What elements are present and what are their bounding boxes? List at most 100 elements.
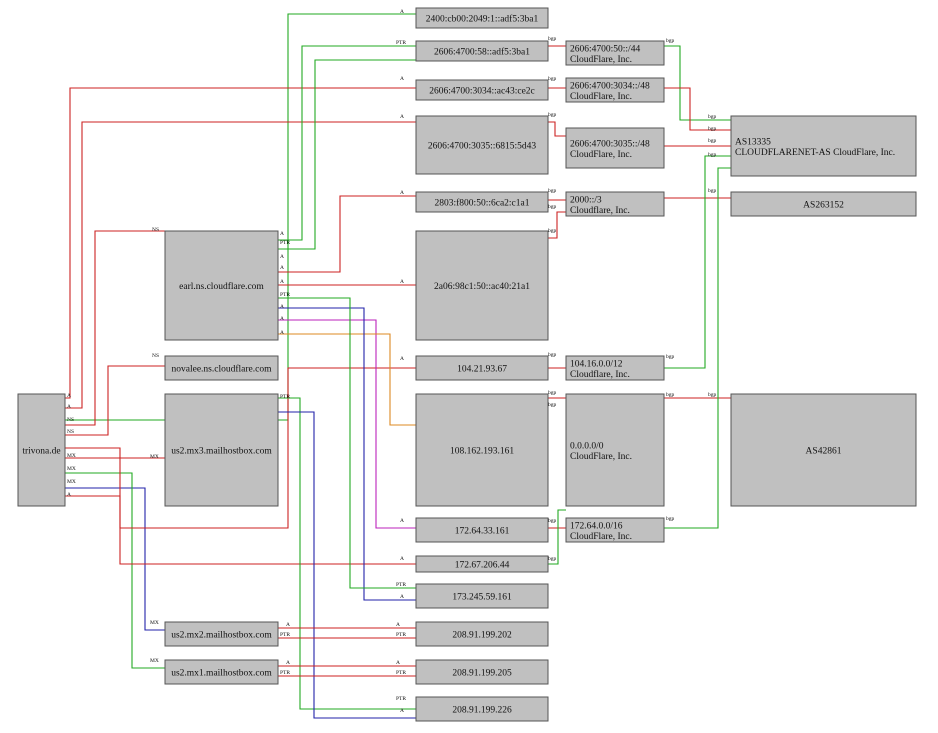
e-pfx104-as [664, 155, 731, 369]
node-label: 2606:4700:3034::/48 [570, 81, 650, 91]
edge-label-bgp: bgp [548, 352, 557, 358]
edge-label-bgp: bgp [708, 392, 717, 398]
node-ip-226[interactable]: 208.91.199.226 [415, 696, 549, 722]
edge-label-a: A [280, 330, 284, 336]
node-ip6-2803[interactable]: 2803:f800:50::6ca2:c1a1 [415, 191, 549, 213]
node-label: 2606:4700:3034::ac43:ce2c [429, 87, 535, 97]
e-trivona-104 [65, 367, 416, 529]
node-box [164, 621, 279, 647]
edge-label-bgp: bgp [548, 228, 557, 234]
node-label: CloudFlare, Inc. [570, 452, 632, 462]
edge-label-bgp: bgp [708, 138, 717, 144]
node-label: CLOUDFLARENET-AS CloudFlare, Inc. [735, 148, 895, 158]
node-ip-173[interactable]: 173.245.59.161 [415, 583, 549, 609]
edge-label-a: A [67, 393, 71, 399]
edge-label-a: A [400, 356, 404, 362]
node-label: 2606:4700:3035::6815:5d43 [428, 142, 536, 152]
node-label: 104.21.93.67 [457, 365, 507, 375]
node-label: us2.mx3.mailhostbox.com [171, 447, 272, 457]
edge-label-a: A [280, 316, 284, 322]
node-us2mx1[interactable]: us2.mx1.mailhostbox.com [164, 659, 279, 685]
node-label: CloudFlare, Inc. [570, 150, 632, 160]
node-ip6-3035[interactable]: 2606:4700:3035::6815:5d43 [415, 115, 549, 175]
node-label: CloudFlare, Inc. [570, 532, 632, 542]
edge-label-a: A [67, 404, 71, 410]
node-trivona[interactable]: trivona.de [17, 393, 66, 507]
node-us2mx3[interactable]: us2.mx3.mailhostbox.com [164, 393, 279, 507]
edge-label-ptr: PTR [396, 670, 406, 676]
edge-label-bgp: bgp [708, 126, 717, 132]
node-ip6-3034[interactable]: 2606:4700:3034::ac43:ce2c [415, 79, 549, 101]
node-label: 2803:f800:50::6ca2:c1a1 [435, 198, 530, 209]
node-label: us2.mx1.mailhostbox.com [171, 669, 272, 679]
edge-label-a: A [280, 279, 284, 285]
edge-label-ns: NS [152, 353, 159, 359]
edge-label-bgp: bgp [548, 518, 557, 524]
node-ip6-2400[interactable]: 2400:cb00:2049:1::adf5:3ba1 [415, 7, 549, 29]
node-box [415, 7, 549, 29]
node-box [164, 659, 279, 685]
edge-label-bgp: bgp [666, 354, 675, 360]
node-as42861[interactable]: AS42861 [730, 393, 917, 507]
node-box [415, 191, 549, 213]
edge-label-a: A [400, 76, 404, 82]
node-earl[interactable]: earl.ns.cloudflare.com [164, 230, 279, 341]
node-box [415, 517, 549, 543]
node-box [415, 583, 549, 609]
edge-label-ptr: PTR [396, 632, 406, 638]
edge-label-mx: MX [150, 454, 159, 460]
node-box [565, 40, 665, 66]
e-pfx172-as [664, 167, 731, 529]
node-ip-104[interactable]: 104.21.93.67 [415, 355, 549, 381]
edge-label-a: A [280, 254, 284, 260]
e-trivona-earl [65, 230, 165, 426]
node-label: 208.91.199.202 [452, 631, 512, 641]
edge-label-ptr: PTR [396, 582, 406, 588]
node-box [730, 393, 917, 507]
node-box [565, 191, 665, 217]
edge-label-bgp: bgp [708, 188, 717, 194]
node-label: trivona.de [22, 447, 60, 457]
e-earl-172_64 [278, 319, 416, 529]
node-label: CloudFlare, Inc. [570, 92, 632, 102]
e-trivona-3035 [65, 121, 416, 409]
node-box [17, 393, 66, 507]
edge-label-mx: MX [67, 479, 76, 485]
node-novalee[interactable]: novalee.ns.cloudflare.com [164, 355, 279, 381]
node-us2mx2[interactable]: us2.mx2.mailhostbox.com [164, 621, 279, 647]
node-label: 2606:4700:50::/44 [570, 44, 640, 54]
edge-label-a: A [396, 660, 400, 666]
node-as263152[interactable]: AS263152 [730, 191, 917, 217]
edge-label-a: A [280, 265, 284, 271]
node-ip-202[interactable]: 208.91.199.202 [415, 621, 549, 647]
edge-label-a: A [400, 279, 404, 285]
node-box [730, 115, 917, 177]
node-ip-172-67[interactable]: 172.67.206.44 [415, 555, 549, 573]
node-label: 172.67.206.44 [455, 561, 510, 571]
edge-label-layer: APTRAAAAAAAPTRAAPTRAPTRPTRAAPTRAAAPTRAAA… [67, 9, 717, 714]
edge-label-bgp: bgp [548, 204, 557, 210]
node-ip-108[interactable]: 108.162.193.161 [415, 393, 549, 507]
edge-label-a: A [280, 304, 284, 310]
node-label: 172.64.0.0/16 [570, 521, 623, 531]
node-label: 2400:cb00:2049:1::adf5:3ba1 [426, 14, 539, 25]
node-ip6-58[interactable]: 2606:4700:58::adf5:3ba1 [415, 40, 549, 62]
node-ip-205[interactable]: 208.91.199.205 [415, 659, 549, 685]
edge-label-ptr: PTR [280, 394, 290, 400]
node-label: 108.162.193.161 [450, 447, 514, 457]
node-ip-172-64[interactable]: 172.64.33.161 [415, 517, 549, 543]
edge-label-ptr: PTR [280, 292, 290, 298]
edge-layer [65, 13, 731, 719]
edge-label-bgp: bgp [548, 390, 557, 396]
node-label: Cloudflare, Inc. [570, 205, 630, 216]
node-ip6-2a06[interactable]: 2a06:98c1:50::ac40:21a1 [415, 230, 549, 341]
